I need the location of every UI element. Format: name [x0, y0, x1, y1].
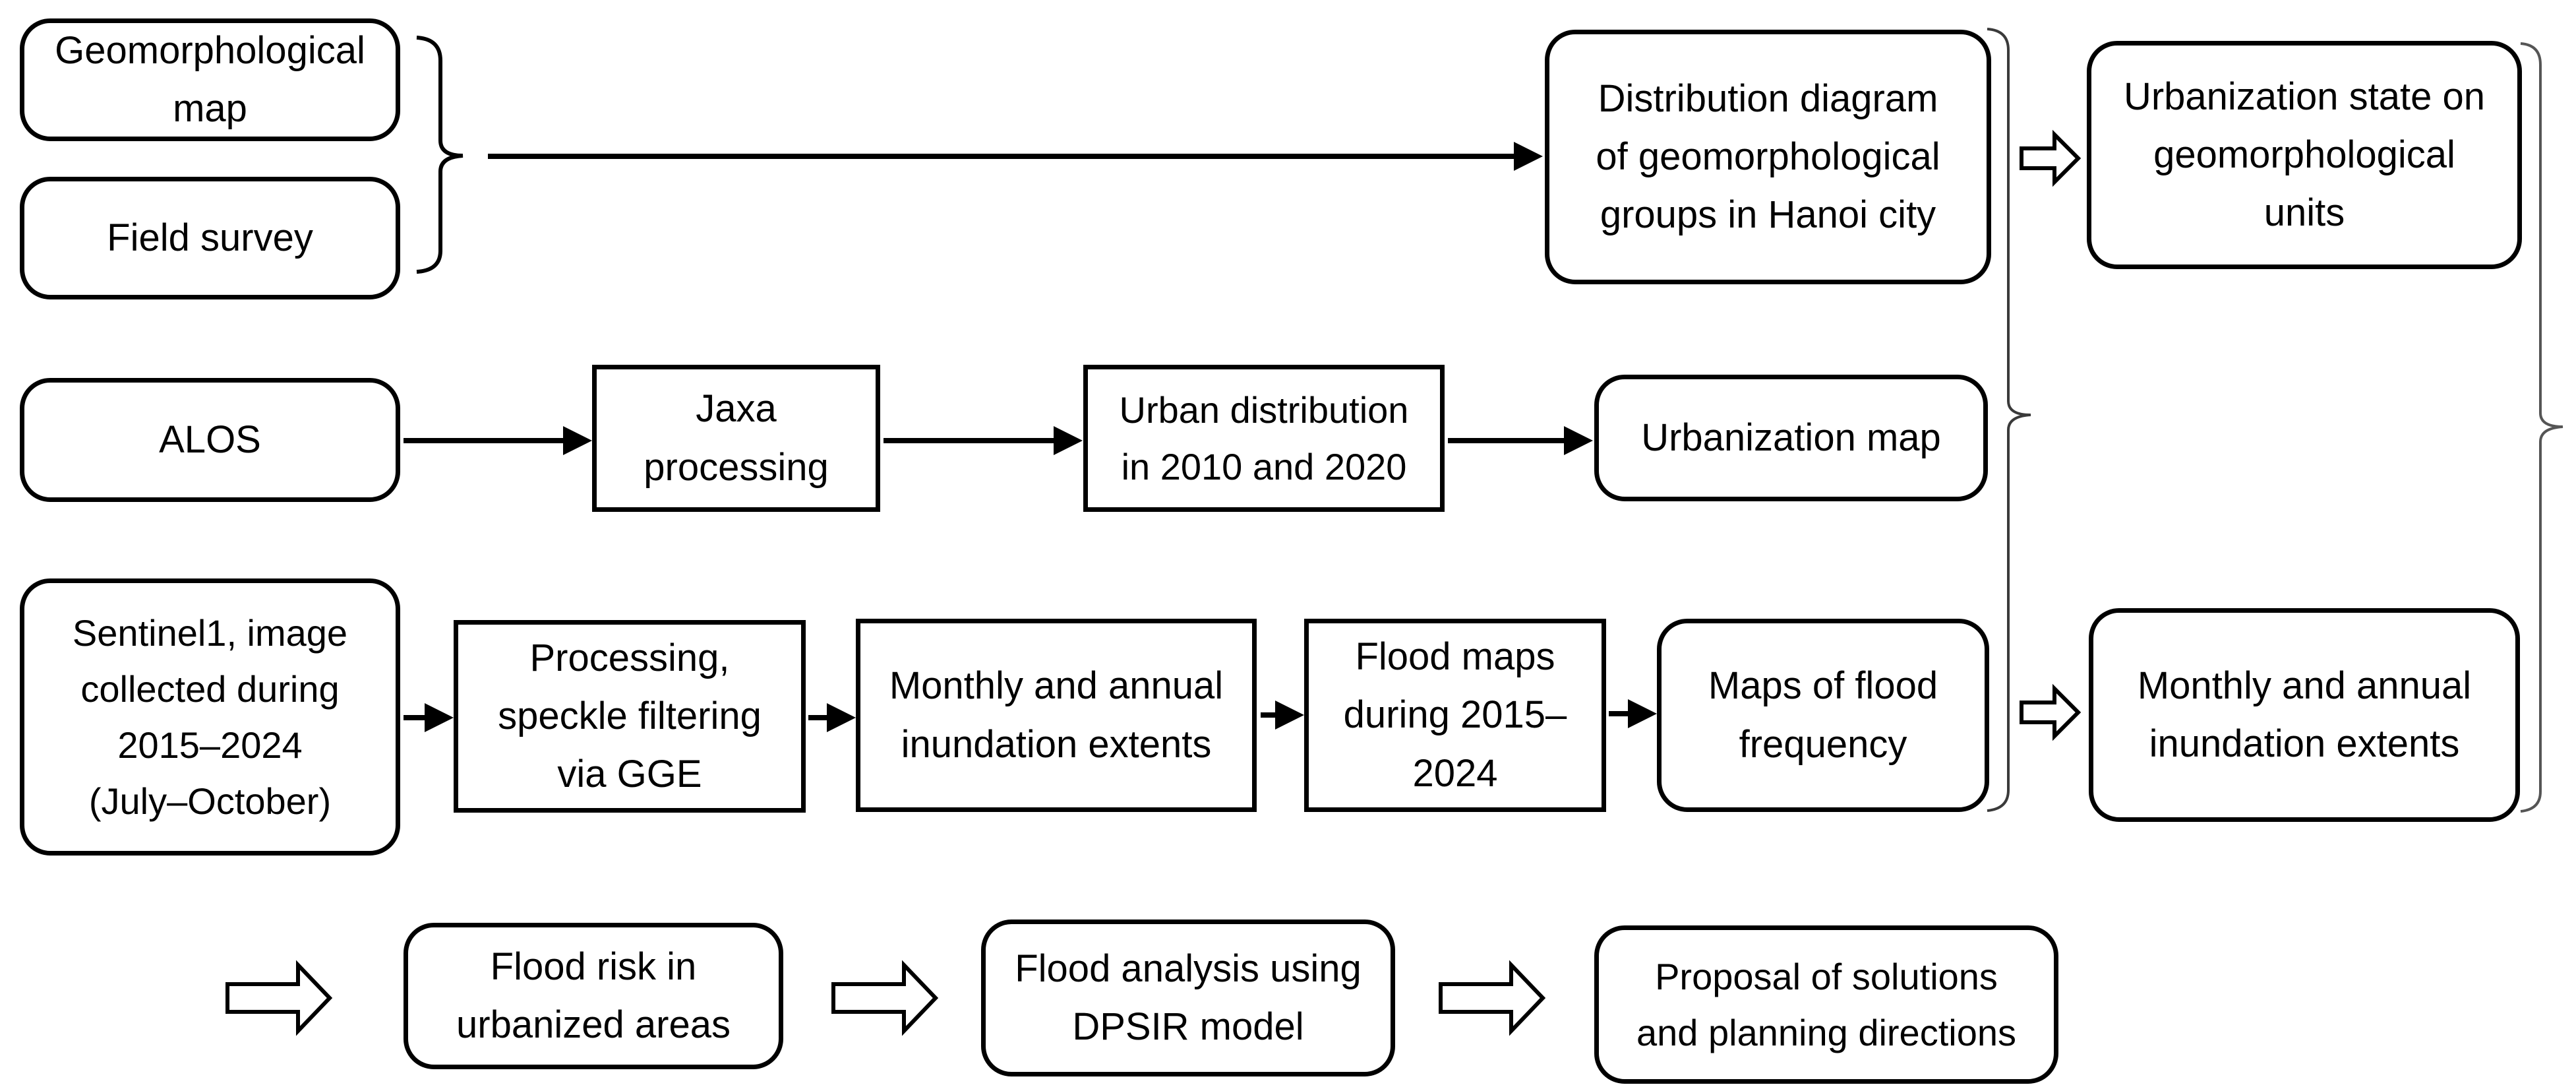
- node-processing-gge: Processing, speckle filtering via GGE: [454, 620, 806, 813]
- node-proposal-solutions: Proposal of solutions and planning direc…: [1594, 925, 2058, 1084]
- arrowhead-geo-to-distribution: [1514, 142, 1543, 171]
- arrowhead-sentinel-to-processing: [425, 703, 454, 732]
- node-maps-flood-frequency: Maps of flood frequency: [1657, 619, 1989, 812]
- arrowhead-monthly-to-floodmaps: [1275, 701, 1304, 730]
- node-urbanization-state: Urbanization state on geomorphological u…: [2087, 41, 2522, 269]
- arrowhead-alos-to-jaxa: [563, 426, 592, 455]
- node-urbanization-map: Urbanization map: [1594, 375, 1988, 501]
- block-arrow-to-urb-state: [2020, 129, 2082, 187]
- arrowhead-urbandist-to-urbmap: [1564, 426, 1593, 455]
- right-margin-brace: [2520, 42, 2563, 813]
- arrowhead-floodmaps-to-frequency: [1628, 699, 1657, 728]
- node-dpsir-analysis: Flood analysis using DPSIR model: [981, 920, 1395, 1076]
- node-monthly-inundation-result: Monthly and annual inundation extents: [2089, 608, 2520, 822]
- block-arrow-to-dpsir: [831, 960, 939, 1036]
- node-alos: ALOS: [20, 378, 400, 502]
- arrowhead-jaxa-to-urbandist: [1054, 426, 1083, 455]
- node-jaxa-processing: Jaxa processing: [592, 365, 880, 512]
- group-brace: [416, 36, 464, 274]
- block-arrow-to-proposal: [1439, 960, 1546, 1036]
- block-arrow-to-monthly-result: [2020, 683, 2082, 741]
- node-urban-distribution: Urban distribution in 2010 and 2020: [1083, 365, 1445, 512]
- node-field-survey: Field survey: [20, 177, 400, 299]
- node-monthly-inundation-extents: Monthly and annual inundation extents: [856, 619, 1257, 812]
- node-flood-risk: Flood risk in urbanized areas: [404, 923, 783, 1069]
- node-geomorphological-map: Geomorphological map: [20, 18, 400, 141]
- results-brace: [1987, 28, 2031, 812]
- node-flood-maps: Flood maps during 2015– 2024: [1304, 619, 1606, 812]
- node-distribution-diagram: Distribution diagram of geomorphological…: [1545, 30, 1991, 284]
- arrowhead-processing-to-monthly: [827, 703, 856, 732]
- node-sentinel1-images: Sentinel1, image collected during 2015–2…: [20, 578, 400, 856]
- block-arrow-to-flood-risk: [225, 960, 333, 1036]
